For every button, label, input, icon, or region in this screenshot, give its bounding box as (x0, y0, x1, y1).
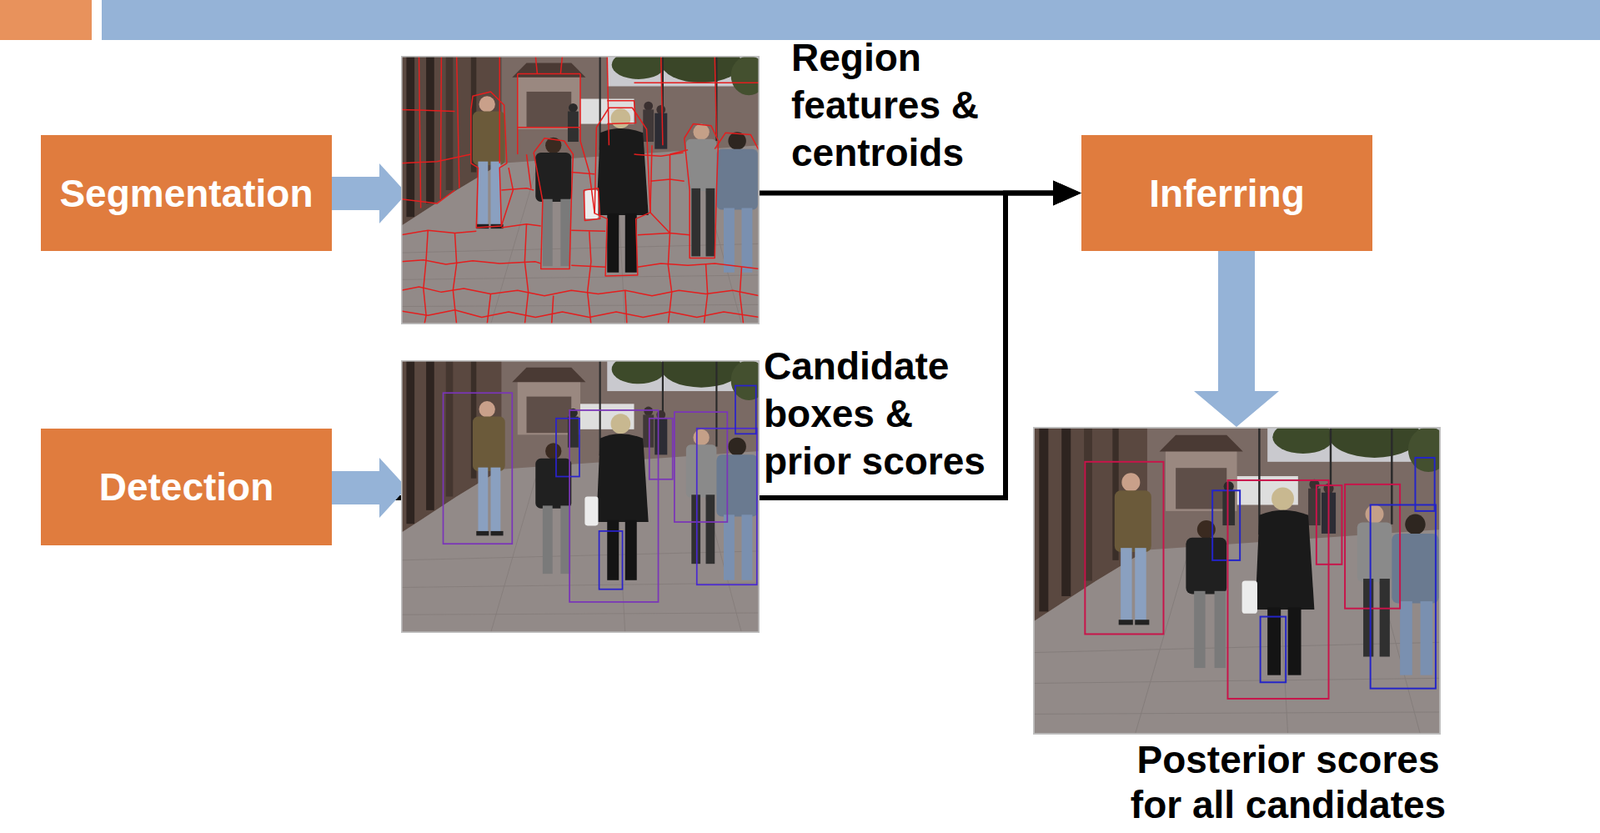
illustration-part (419, 55, 422, 208)
illustration-part (401, 286, 760, 296)
illustration-part (634, 152, 684, 156)
arrow-head (1053, 180, 1082, 206)
illustration-part (739, 266, 743, 325)
illustration-part (1370, 504, 1436, 688)
connector (1193, 250, 1279, 427)
illustration-part (401, 109, 456, 111)
illustration-part (703, 263, 708, 325)
illustration-part (452, 233, 457, 325)
illustration-part (556, 418, 580, 477)
illustration-part (501, 188, 534, 191)
process-box: Detection (40, 428, 332, 546)
illustration-part (735, 386, 757, 435)
illustration-part (401, 360, 760, 633)
illustration-part (1033, 412, 1450, 735)
illustration-part (1260, 616, 1287, 683)
banner-tab (0, 0, 92, 41)
illustration-part (526, 154, 532, 189)
illustration-part (594, 107, 651, 276)
illustration-part (443, 392, 513, 544)
illustration-part (401, 347, 768, 633)
illustration-part (401, 43, 768, 325)
illustration-part (714, 132, 759, 150)
process-box: Inferring (1081, 135, 1373, 251)
illustration-part (625, 290, 627, 325)
illustration-part (501, 167, 513, 226)
banner-bar (101, 0, 1600, 41)
illustration-part (684, 124, 719, 259)
scored-boxes (1084, 457, 1436, 699)
illustration-part (1316, 485, 1343, 565)
illustration-part (524, 224, 528, 325)
segmentation-image (401, 43, 768, 325)
result-image (1033, 412, 1450, 735)
illustration-part (401, 190, 456, 204)
illustration-part (599, 531, 623, 590)
illustration-part (1414, 457, 1435, 512)
illustration-part (580, 140, 595, 214)
box-label: Segmentation (59, 170, 313, 216)
illustration-part (571, 265, 606, 267)
illustration-part (1084, 461, 1164, 635)
illustration-part (401, 154, 472, 164)
illustration-part (714, 55, 717, 137)
illustration-part (423, 230, 428, 325)
illustration-part (535, 55, 537, 74)
illustration-part (471, 91, 507, 228)
illustration-part (516, 73, 519, 155)
illustration-part (401, 260, 542, 265)
illustration-part (440, 55, 442, 200)
process-box: Segmentation (40, 135, 332, 251)
block-arrow (1193, 250, 1279, 427)
box-label: Detection (99, 464, 275, 510)
illustration-part (569, 410, 658, 602)
illustration-part (533, 138, 573, 270)
illustration-part (606, 100, 636, 125)
illustration-part (650, 145, 671, 233)
segment-boundaries (401, 55, 760, 325)
illustration-part (637, 233, 690, 236)
caption-text: Posterior scores for all candidates (1117, 737, 1460, 828)
box-label: Inferring (1148, 170, 1305, 216)
candidate-boxes (443, 386, 758, 602)
illustration-part (634, 81, 761, 84)
illustration-part (498, 55, 501, 164)
edge-label: Candidate boxes & prior scores (763, 342, 994, 486)
illustration-part (517, 73, 581, 76)
illustration-part (587, 230, 592, 325)
illustration-part (669, 154, 672, 233)
illustration-part (401, 55, 760, 325)
illustration-part (661, 55, 663, 146)
illustration-part (667, 233, 672, 325)
illustration-part (579, 73, 582, 141)
image-node: Posterior scores for all candidates (1033, 426, 1441, 735)
illustration-part (501, 224, 541, 228)
illustration-part (649, 418, 673, 480)
illustration-part (697, 428, 758, 585)
illustration-part (650, 179, 685, 181)
illustration-part (456, 55, 460, 189)
illustration-part (1227, 480, 1329, 699)
illustration-part (571, 172, 595, 175)
detection-image (401, 347, 768, 633)
edge-label: Region features & centroids (791, 34, 992, 177)
illustration-part (551, 295, 554, 325)
illustration-part (1344, 484, 1400, 609)
block-arrow (331, 457, 407, 518)
illustration-part (1033, 426, 1441, 735)
illustration-part (401, 230, 477, 235)
block-arrow (331, 163, 407, 224)
illustration-part (486, 294, 491, 325)
illustration-part (571, 230, 606, 231)
illustration-part (560, 55, 562, 74)
illustration-part (1212, 490, 1240, 561)
arrow-head (1053, 180, 1082, 206)
illustration-part (517, 126, 581, 129)
